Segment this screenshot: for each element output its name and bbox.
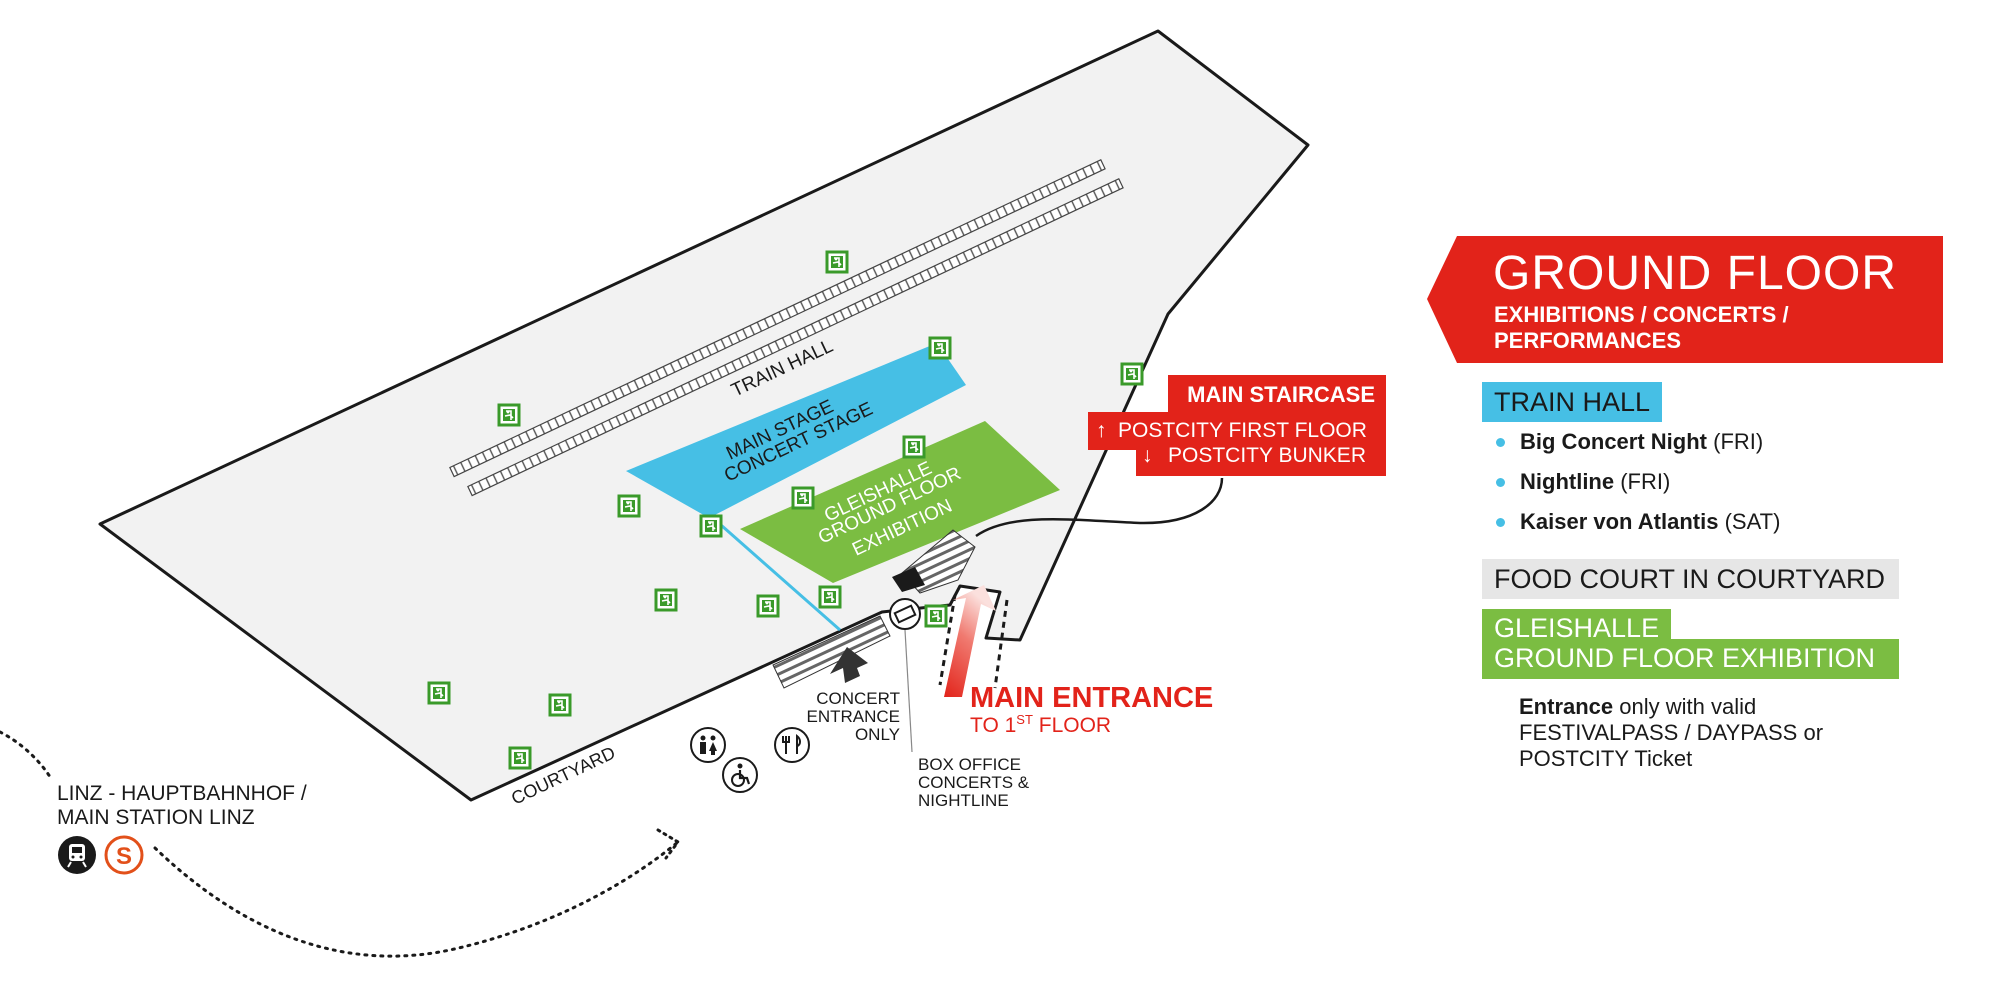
entrance-note: Entrance only with valid FESTIVALPASS / …	[1519, 694, 1879, 772]
concert-entrance-label-line2: ENTRANCE	[806, 707, 900, 726]
concert-entrance-label-line1: CONCERT	[816, 689, 900, 708]
staircase-up-label: POSTCITY FIRST FLOOR	[1118, 419, 1367, 442]
train-icon	[58, 836, 96, 874]
building-floor	[98, 29, 1310, 802]
legend-train-hall[interactable]: TRAIN HALL	[1482, 382, 1663, 422]
s-bahn-letter: S	[116, 843, 132, 870]
main-entrance-arrow	[938, 585, 1009, 697]
box-office-label-line1: BOX OFFICE	[918, 755, 1021, 774]
box-office-label-line3: NIGHTLINE	[918, 791, 1009, 810]
legend-gleishalle-line2[interactable]: GROUND FLOOR EXHIBITION	[1482, 639, 1899, 679]
staircase-callout-line	[975, 477, 1224, 538]
event-list: Big Concert Night (FRI) Nightline (FRI) …	[1496, 428, 1780, 548]
list-item[interactable]: Big Concert Night (FRI)	[1496, 428, 1780, 468]
toilet-icon	[690, 727, 726, 763]
title-banner-shape	[1427, 236, 1943, 363]
concert-entrance-label-line3: ONLY	[855, 725, 900, 744]
arrow-down-icon: ↓	[1142, 444, 1153, 467]
station-label-line1: LINZ - HAUPTBAHNHOF /	[57, 782, 307, 805]
bullet-dot	[1496, 478, 1505, 487]
legend-food-court[interactable]: FOOD COURT IN COURTYARD	[1482, 559, 1899, 599]
event-day: (SAT)	[1724, 509, 1781, 534]
concert-entrance-steps[interactable]	[772, 615, 891, 689]
walking-path-start	[0, 730, 54, 782]
box-office-pointer	[904, 629, 913, 753]
to-first-floor-label: TO 1ST FLOOR	[970, 712, 1111, 737]
ticket-icon[interactable]	[889, 598, 921, 630]
walking-path-arrowhead	[656, 828, 681, 860]
event-day: (FRI)	[1713, 429, 1764, 454]
main-staircase-title: MAIN STAIRCASE	[1187, 382, 1375, 407]
entrance-note-text: only with valid FESTIVALPASS / DAYPASS o…	[1519, 694, 1824, 771]
food-icon	[774, 727, 810, 763]
legend-subtitle: EXHIBITIONS / CONCERTS / PERFORMANCES	[1494, 302, 1789, 353]
bullet-dot	[1496, 438, 1505, 447]
train-tracks	[449, 158, 1124, 497]
legend-title-banner: GROUND FLOOR EXHIBITIONS / CONCERTS / PE…	[1427, 236, 1943, 363]
arrow-up-icon: ↑	[1096, 419, 1107, 442]
concert-entrance-arrow	[830, 647, 868, 683]
legend-title: GROUND FLOOR	[1493, 247, 1898, 300]
stair-shadow	[892, 567, 925, 592]
gleishalle-exhibition-area[interactable]	[740, 421, 1060, 583]
legend-gleishalle-line1[interactable]: GLEISHALLE	[1482, 609, 1672, 643]
main-stage-connector	[712, 516, 841, 632]
box-office-label-line2: CONCERTS &	[918, 773, 1030, 792]
event-day: (FRI)	[1620, 469, 1671, 494]
wheelchair-icon	[722, 757, 758, 793]
walking-path	[153, 840, 680, 958]
event-name: Nightline	[1520, 469, 1615, 494]
main-staircase-callout[interactable]: MAIN STAIRCASE ↑ POSTCITY FIRST FLOOR ↓ …	[1088, 375, 1386, 476]
event-name: Big Concert Night	[1520, 429, 1707, 454]
event-name: Kaiser von Atlantis	[1520, 509, 1719, 534]
staircase-down-label: POSTCITY BUNKER	[1168, 444, 1366, 467]
station-label-line2: MAIN STATION LINZ	[57, 806, 255, 829]
main-entrance-label[interactable]: MAIN ENTRANCE	[970, 682, 1213, 714]
list-item[interactable]: Kaiser von Atlantis (SAT)	[1496, 508, 1780, 548]
list-item[interactable]: Nightline (FRI)	[1496, 468, 1780, 508]
main-stage-area[interactable]	[626, 343, 966, 518]
bullet-dot	[1496, 518, 1505, 527]
s-bahn-icon: S	[104, 835, 144, 875]
entrance-note-bold: Entrance	[1519, 694, 1614, 719]
